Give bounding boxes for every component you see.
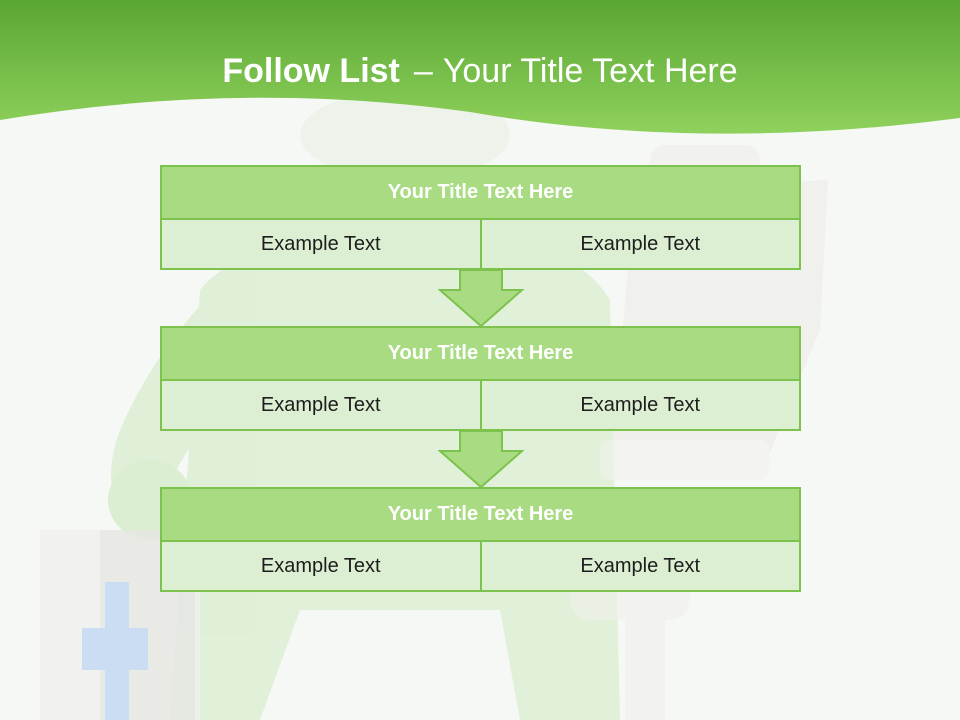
slide-title-dash: – bbox=[413, 52, 433, 90]
step-block-3: Your Title Text Here Example Text Exampl… bbox=[160, 487, 801, 592]
slide-title: Follow List–Your Title Text Here bbox=[0, 52, 960, 91]
step-title: Your Title Text Here bbox=[160, 326, 801, 381]
slide-title-bold: Follow List bbox=[222, 52, 400, 90]
step-row: Example Text Example Text bbox=[160, 220, 801, 270]
step-cell-right: Example Text bbox=[481, 381, 801, 431]
step-block-2: Your Title Text Here Example Text Exampl… bbox=[160, 326, 801, 431]
slide-title-rest: Your Title Text Here bbox=[442, 52, 738, 90]
step-cell-right: Example Text bbox=[481, 542, 801, 592]
step-cell-left: Example Text bbox=[160, 220, 482, 270]
step-row: Example Text Example Text bbox=[160, 542, 801, 592]
step-cell-left: Example Text bbox=[160, 381, 482, 431]
first-aid-kit-silhouette bbox=[40, 530, 200, 720]
step-cell-right: Example Text bbox=[481, 220, 801, 270]
down-arrow-icon bbox=[438, 431, 524, 489]
step-cell-left: Example Text bbox=[160, 542, 482, 592]
step-title: Your Title Text Here bbox=[160, 487, 801, 542]
step-title: Your Title Text Here bbox=[160, 165, 801, 220]
step-block-1: Your Title Text Here Example Text Exampl… bbox=[160, 165, 801, 270]
step-row: Example Text Example Text bbox=[160, 381, 801, 431]
header-banner bbox=[0, 0, 960, 134]
down-arrow-icon bbox=[438, 270, 524, 328]
